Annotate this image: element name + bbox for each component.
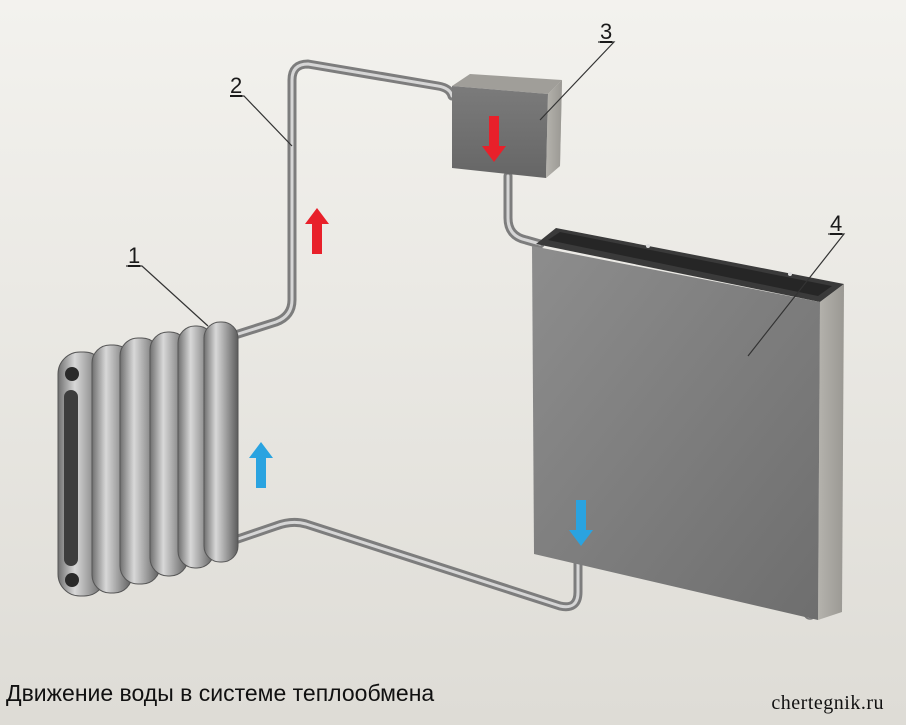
expansion-tank-box xyxy=(452,74,562,178)
flow-arrows xyxy=(249,116,593,546)
cold-arrow-down xyxy=(569,500,593,546)
radiator xyxy=(57,321,239,597)
watermark: chertegnik.ru xyxy=(771,692,884,714)
diagram-caption: Движение воды в системе теплообмена xyxy=(6,680,435,706)
leader-lines xyxy=(126,41,846,357)
label-pipe: 2 xyxy=(230,73,243,98)
label-water-tank: 4 xyxy=(830,211,843,236)
water-tank xyxy=(532,228,844,620)
label-radiator: 1 xyxy=(128,243,141,268)
cold-arrow-up xyxy=(249,442,273,488)
label-expansion-tank: 3 xyxy=(600,19,613,44)
hot-arrow-up xyxy=(305,208,329,254)
hot-arrow-down xyxy=(482,116,506,162)
